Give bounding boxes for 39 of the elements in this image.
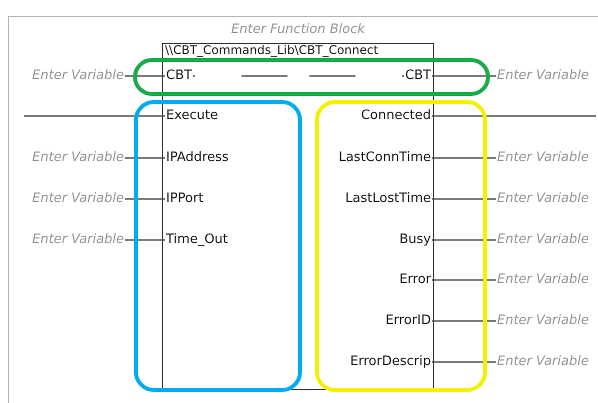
pin-label: Execute xyxy=(166,107,218,125)
pin-label: LastLostTime xyxy=(345,190,431,208)
pin-line xyxy=(432,279,496,281)
variable-input-field: Enter Variable xyxy=(32,149,124,167)
variable-input-field: Enter Variable xyxy=(497,312,589,330)
pin-line xyxy=(432,198,496,200)
variable-input-field: Enter Variable xyxy=(497,190,589,208)
pin-line xyxy=(432,115,596,117)
pin-line xyxy=(125,157,165,159)
function-block xyxy=(162,43,434,390)
pin-line xyxy=(125,239,165,241)
pin-line xyxy=(432,361,496,363)
pin-label: Connected xyxy=(360,107,431,125)
pin-label: IPPort xyxy=(166,190,204,208)
variable-input-field: Enter Variable xyxy=(497,149,589,167)
dashed-connector xyxy=(192,75,404,77)
pin-line xyxy=(432,157,496,159)
block-caption: Enter Function Block xyxy=(230,21,366,39)
variable-input-field: Enter Variable xyxy=(32,67,124,85)
pin-line xyxy=(24,115,165,117)
pin-label: CBT xyxy=(166,67,192,85)
pin-line xyxy=(125,198,165,200)
variable-input-field: Enter Variable xyxy=(32,231,124,249)
pin-label: Busy xyxy=(399,231,431,249)
variable-input-field: Enter Variable xyxy=(497,231,589,249)
pin-label: Time_Out xyxy=(166,231,228,249)
pin-label: IPAddress xyxy=(166,149,229,167)
pin-label: LastConnTime xyxy=(338,149,431,167)
pin-label: CBT xyxy=(405,67,431,85)
pin-line xyxy=(432,239,496,241)
block-name: \\CBT_Commands_Lib\CBT_Connect xyxy=(165,42,378,59)
variable-input-field: Enter Variable xyxy=(497,271,589,289)
variable-input-field: Enter Variable xyxy=(497,353,589,371)
variable-input-field: Enter Variable xyxy=(32,190,124,208)
pin-label: ErrorID xyxy=(385,312,431,330)
pin-label: ErrorDescrip xyxy=(350,353,431,371)
pin-line xyxy=(432,320,496,322)
variable-input-field: Enter Variable xyxy=(497,67,589,85)
pin-label: Error xyxy=(399,271,431,289)
